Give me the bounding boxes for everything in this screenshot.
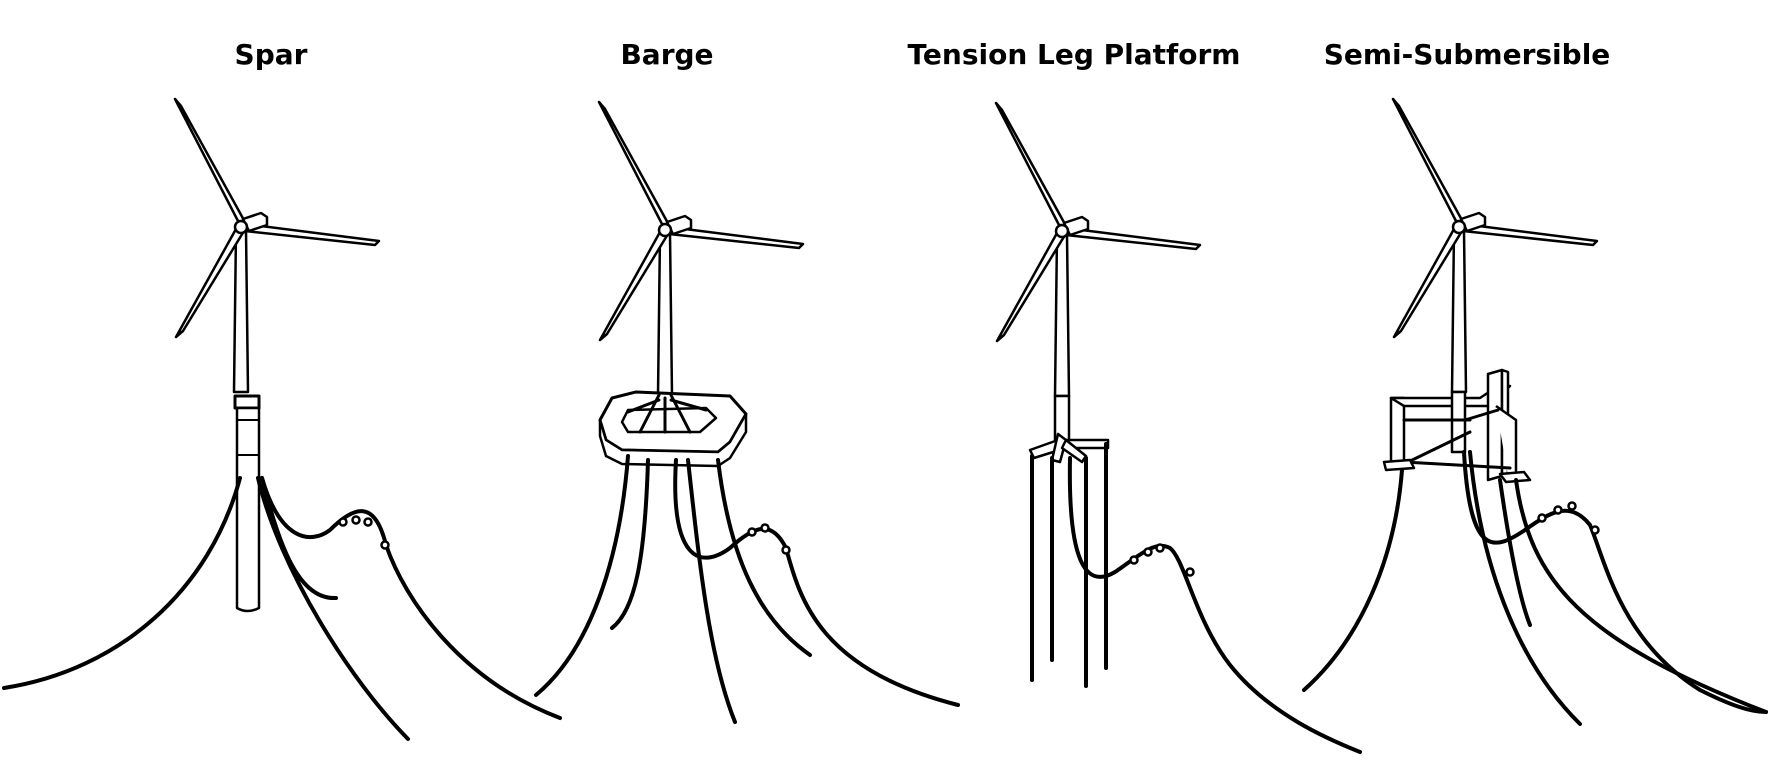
barge-turbine (599, 102, 803, 395)
tlp-power-cable (1070, 458, 1360, 752)
tlp-turbine (996, 103, 1200, 396)
spar-turbine (175, 99, 379, 392)
barge-moonpool (622, 408, 716, 432)
spar-panel (4, 99, 560, 739)
spar-mooring-line (4, 478, 240, 688)
barge-mooring-line (612, 460, 648, 628)
semi-submersible-panel (1304, 99, 1766, 724)
barge-panel (536, 102, 958, 722)
spar-column (237, 408, 259, 611)
spar-collar (235, 396, 259, 408)
barge-mooring-line (536, 456, 628, 695)
semi-mooring-line (1470, 452, 1580, 724)
tension-leg-platform-panel (996, 103, 1360, 752)
semi-turbine (1393, 99, 1597, 392)
barge-mooring-line (688, 460, 735, 722)
semi-heave-plate (1384, 460, 1414, 470)
semi-mooring-line (1304, 470, 1402, 690)
semi-power-cable (1464, 452, 1766, 712)
barge-mooring-line (718, 460, 810, 655)
semi-column (1391, 398, 1404, 466)
